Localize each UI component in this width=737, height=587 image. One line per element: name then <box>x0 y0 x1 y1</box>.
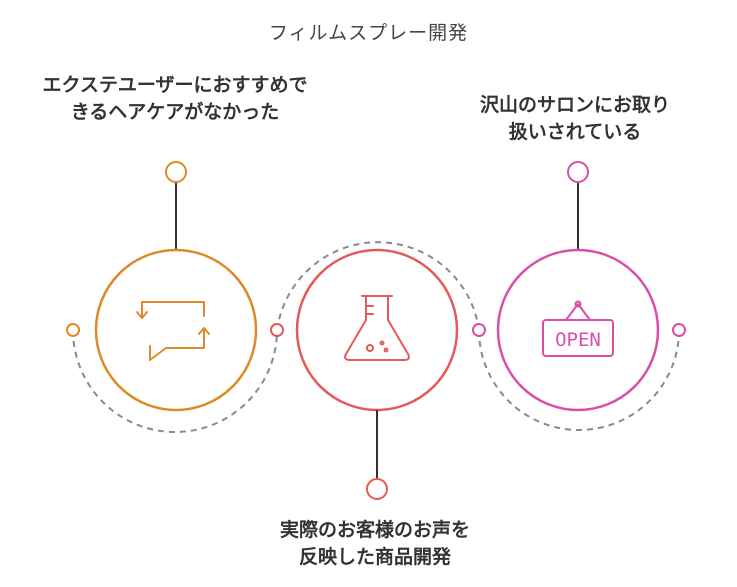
step-3-label-line2: 扱いされている <box>508 121 642 143</box>
connector-node-right <box>672 323 686 337</box>
connector-node-left <box>66 323 80 337</box>
connector-arc-3 <box>478 329 680 431</box>
step-3-label-line1: 沢山のサロンにお取り <box>479 94 670 116</box>
connector-arc-2 <box>276 241 480 331</box>
step-2-label-line2: 反映した商品開発 <box>298 546 451 568</box>
step-1-label-line1: エクステユーザーにおすすめで <box>42 74 308 96</box>
step-3-label: 沢山のサロンにお取り 扱いされている <box>430 92 720 146</box>
step-2-label: 実際のお客様のお声を 反映した商品開発 <box>210 517 540 571</box>
flask-icon <box>344 295 410 361</box>
step-2-ring <box>295 248 459 412</box>
step-1-ring <box>94 248 258 412</box>
step-1-label: エクステユーザーにおすすめで きるヘアケアがなかった <box>0 72 350 126</box>
step-1-pin <box>165 161 187 183</box>
connector-node-mid-right <box>472 323 486 337</box>
open-sign-icon <box>542 300 614 357</box>
step-1-label-line2: きるヘアケアがなかった <box>70 101 280 123</box>
step-2-label-line1: 実際のお客様のお声を <box>279 519 470 541</box>
connector-arc-1 <box>72 329 278 433</box>
step-3-pin <box>567 161 589 183</box>
step-3-ring <box>496 248 660 412</box>
connector-node-mid-left <box>270 323 284 337</box>
open-sign-text: OPEN <box>555 329 601 351</box>
chat-arrows-icon <box>136 301 210 361</box>
diagram-title: フィルムスプレー開発 <box>268 22 469 44</box>
step-2-pin <box>366 478 388 500</box>
